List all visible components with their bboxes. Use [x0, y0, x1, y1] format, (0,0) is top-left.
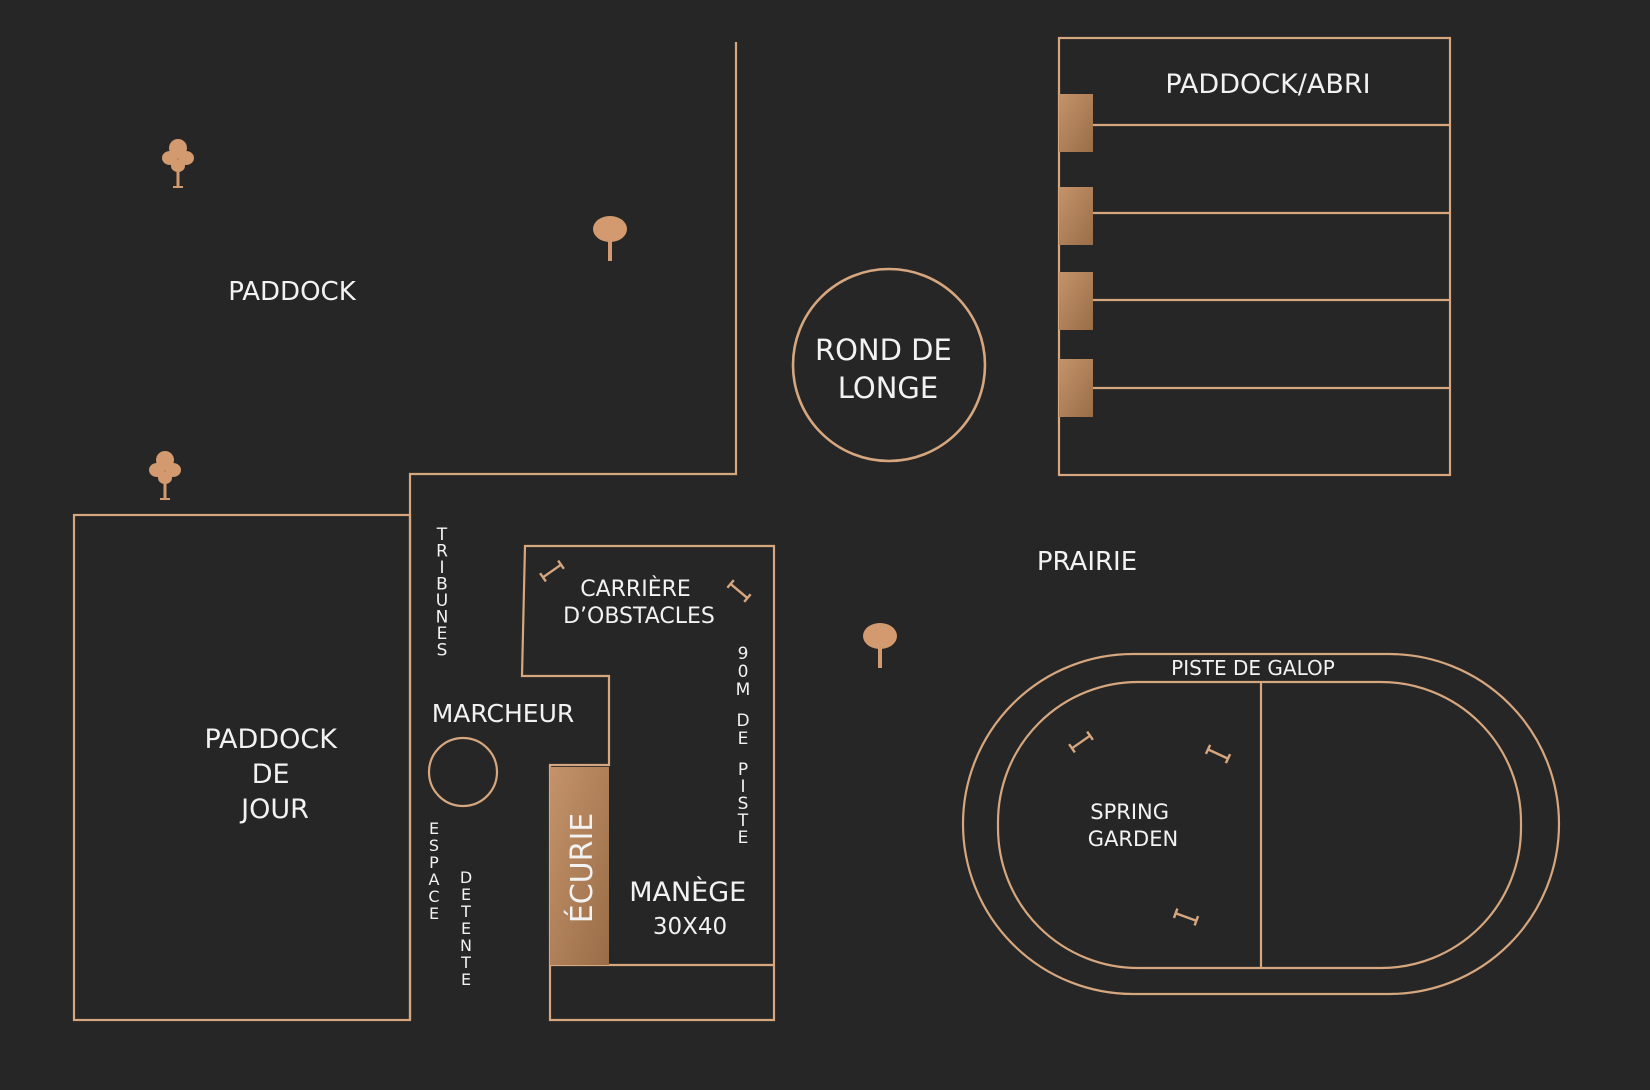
- prairie-label: PRAIRIE: [1037, 547, 1137, 577]
- paddock-abri-zone: [1057, 36, 1452, 477]
- tree-icon: [593, 216, 627, 261]
- ecurie-label: ÉCURIE: [564, 813, 600, 924]
- spring-garden-label: SPRING GARDEN: [1088, 800, 1178, 851]
- piste-de-galop-outer: [961, 652, 1561, 996]
- piste-de-galop-label: PISTE DE GALOP: [1171, 656, 1335, 680]
- obstacle-jump-icon: [538, 559, 566, 583]
- rond-de-longe-label: ROND DE LONGE: [815, 333, 961, 405]
- manege-label: MANÈGE 30X40: [629, 876, 755, 940]
- tree-icon: [162, 139, 194, 188]
- shelter: [1059, 272, 1093, 330]
- marcheur-label: MARCHEUR: [432, 699, 575, 728]
- obstacle-jump-icon: [1172, 907, 1200, 927]
- marcheur-circle: [427, 736, 499, 808]
- rond-de-longe-circle: [791, 267, 987, 463]
- tree-icon: [863, 623, 897, 668]
- ecurie-building: [550, 767, 609, 965]
- shelter: [1059, 94, 1093, 152]
- paddock-abri-label: PADDOCK/ABRI: [1165, 69, 1370, 100]
- shelter: [1059, 359, 1093, 417]
- carriere-manege-zone: [520, 544, 776, 1022]
- paddock-label: PADDOCK: [228, 277, 356, 307]
- carriere-obstacles-label: CARRIÈRE D’OBSTACLES: [563, 576, 715, 629]
- shelters: [1059, 94, 1093, 417]
- paddock-de-jour-zone: [72, 513, 412, 1022]
- obstacle-jump-icon: [1067, 730, 1095, 754]
- obstacle-jump-icon: [1204, 743, 1232, 765]
- paddock-de-jour-label: PADDOCK DE JOUR: [204, 724, 345, 825]
- obstacle-jump-icon: [726, 578, 752, 604]
- piste-de-galop-inner: [996, 680, 1523, 970]
- tree-icon: [149, 451, 181, 500]
- shelter: [1059, 187, 1093, 245]
